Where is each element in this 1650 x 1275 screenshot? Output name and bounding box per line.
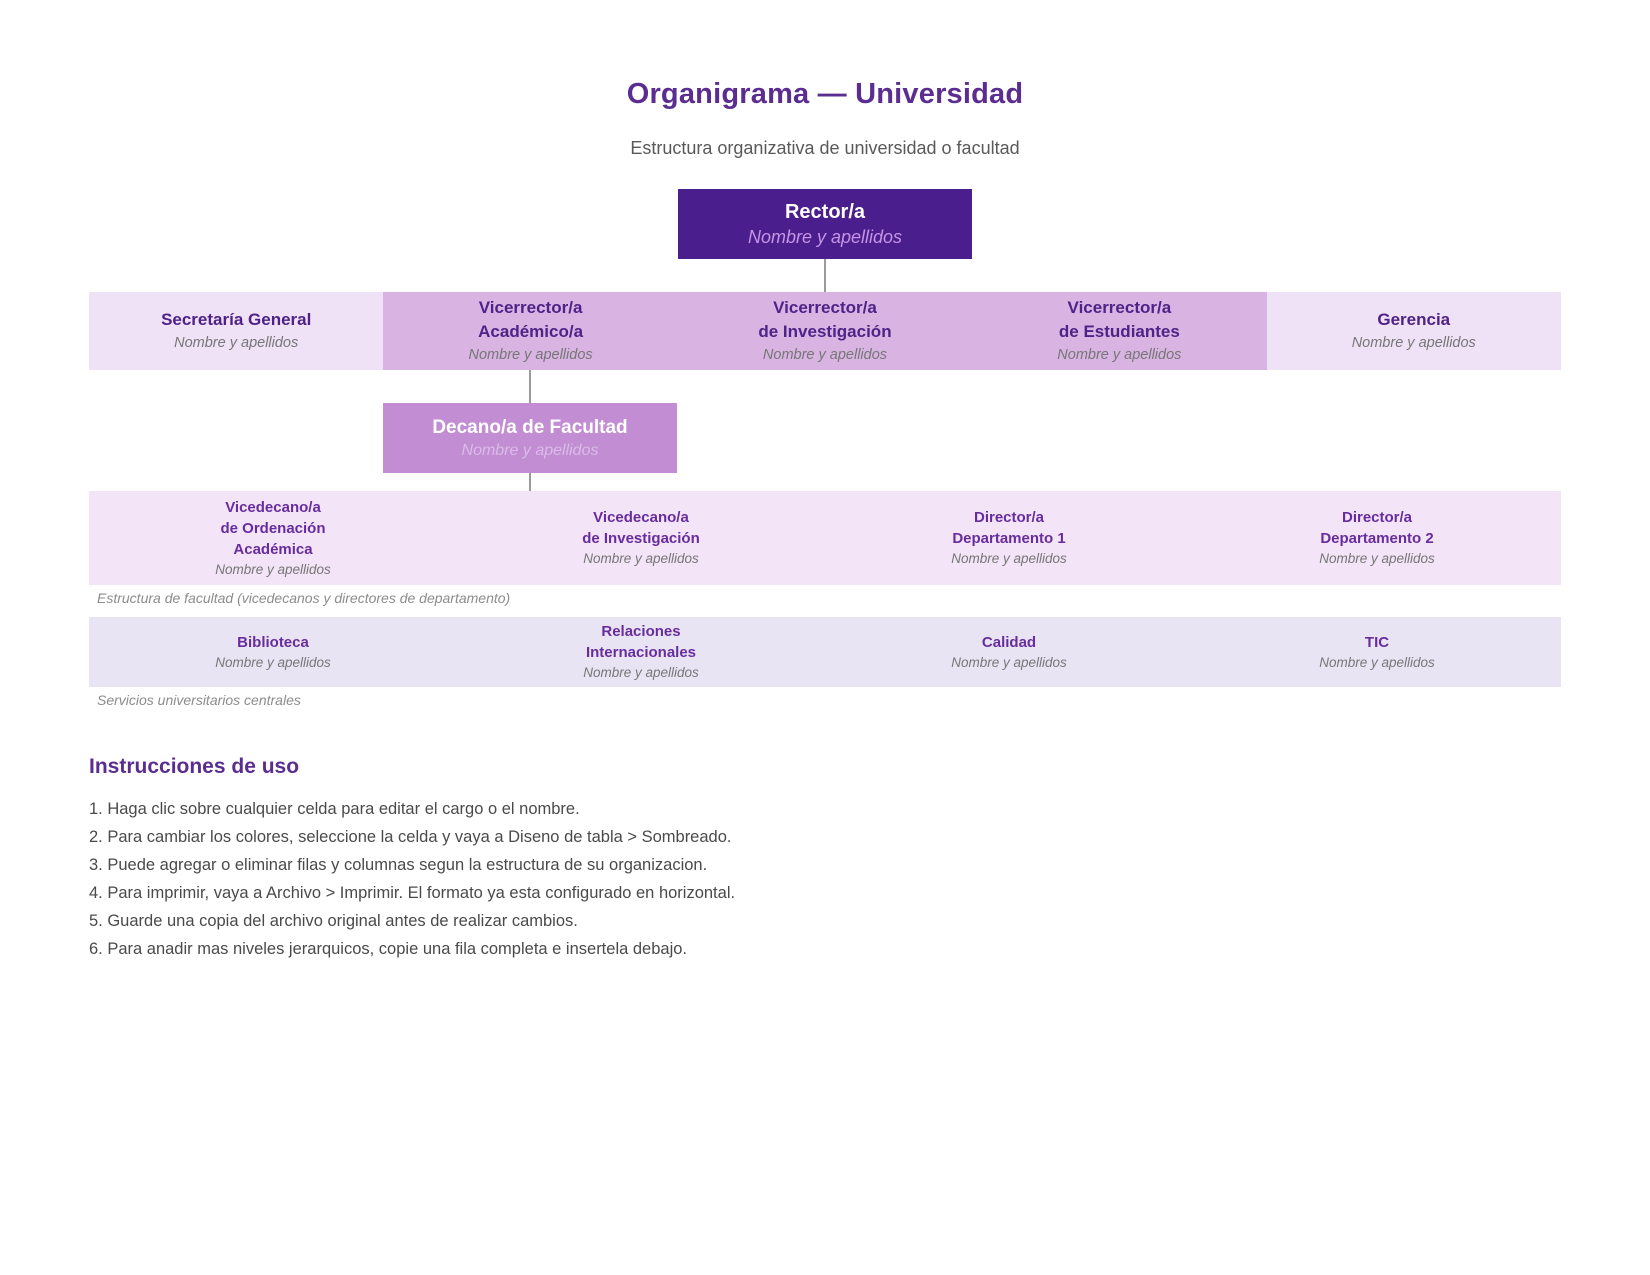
cell-name: Nombre y apellidos — [215, 561, 331, 577]
cell-name: Nombre y apellidos — [461, 441, 599, 459]
org-cell-vicerrector-academico[interactable]: Vicerrector/a Académico/a Nombre y apell… — [383, 292, 678, 370]
cell-name: Nombre y apellidos — [762, 347, 888, 363]
cell-title: Vicerrector/a Académico/a — [478, 298, 584, 341]
cell-name: Nombre y apellidos — [468, 347, 593, 363]
cell-name: Nombre y apellidos — [583, 551, 699, 566]
document-page: Organigrama — Universidad Estructura org… — [89, 0, 1561, 958]
instruction-item: 1. Haga clic sobre cualquier celda para … — [89, 800, 580, 818]
org-cell-director-departamento-2[interactable]: Director/a Departamento 2 Nombre y apell… — [1193, 491, 1561, 585]
org-cell-tic[interactable]: TIC Nombre y apellidos — [1193, 617, 1561, 687]
cell-name: Nombre y apellidos — [174, 335, 299, 351]
cell-title: Secretaría General — [161, 310, 312, 329]
org-cell-biblioteca[interactable]: Biblioteca Nombre y apellidos — [89, 617, 457, 687]
page-subtitle: Estructura organizativa de universidad o… — [630, 138, 1020, 158]
org-row-direccion: Secretaría General Nombre y apellidos Vi… — [89, 292, 1561, 370]
servicios-caption: Servicios universitarios centrales — [97, 692, 301, 708]
org-cell-vicedecano-investigacion[interactable]: Vicedecano/a de Investigación Nombre y a… — [457, 491, 825, 585]
cell-title: Decano/a de Facultad — [432, 416, 628, 438]
cell-title: Vicerrector/a de Estudiantes — [1058, 298, 1180, 341]
cell-title: Relaciones Internacionales — [585, 623, 697, 661]
cell-title: Director/a Departamento 1 — [952, 509, 1066, 547]
org-cell-vicerrector-investigacion[interactable]: Vicerrector/a de Investigación Nombre y … — [677, 292, 973, 370]
cell-title: Rector/a — [784, 201, 866, 223]
instruction-item: 6. Para anadir mas niveles jerarquicos, … — [89, 940, 688, 958]
facultad-caption: Estructura de facultad (vicedecanos y di… — [97, 590, 511, 606]
org-row-facultad: Vicedecano/a de Ordenación Académica Nom… — [89, 491, 1561, 585]
page-title: Organigrama — Universidad — [626, 78, 1024, 110]
org-cell-director-departamento-1[interactable]: Director/a Departamento 1 Nombre y apell… — [825, 491, 1193, 585]
cell-name: Nombre y apellidos — [1319, 654, 1435, 670]
cell-name: Nombre y apellidos — [215, 654, 331, 670]
cell-name: Nombre y apellidos — [1351, 335, 1476, 351]
connector-rector-direccion — [824, 259, 826, 292]
cell-title: Vicedecano/a de Ordenación Académica — [220, 498, 326, 558]
cell-title: TIC — [1364, 633, 1390, 651]
cell-name: Nombre y apellidos — [951, 654, 1067, 670]
org-cell-decano[interactable]: Decano/a de Facultad Nombre y apellidos — [383, 403, 677, 473]
connector-academico-decano — [529, 370, 531, 403]
cell-name: Nombre y apellidos — [583, 665, 699, 680]
org-chart: Rector/a Nombre y apellidos Secretaría G… — [89, 189, 1561, 709]
org-cell-calidad[interactable]: Calidad Nombre y apellidos — [825, 617, 1193, 687]
cell-title: Biblioteca — [237, 633, 309, 651]
cell-title: Vicerrector/a de Investigación — [758, 298, 892, 341]
instruction-item: 4. Para imprimir, vaya a Archivo > Impri… — [89, 884, 736, 902]
org-cell-gerencia[interactable]: Gerencia Nombre y apellidos — [1266, 292, 1561, 370]
org-cell-relaciones-internacionales[interactable]: Relaciones Internacionales Nombre y apel… — [457, 617, 825, 687]
org-cell-rector[interactable]: Rector/a Nombre y apellidos — [678, 189, 972, 259]
org-row-servicios: Biblioteca Nombre y apellidos Relaciones… — [89, 617, 1561, 687]
instruction-item: 5. Guarde una copia del archivo original… — [89, 912, 578, 930]
instructions-heading: Instrucciones de uso — [89, 755, 300, 778]
cell-title: Director/a Departamento 2 — [1320, 509, 1434, 547]
org-cell-secretaria-general[interactable]: Secretaría General Nombre y apellidos — [89, 292, 384, 370]
instruction-item: 2. Para cambiar los colores, seleccione … — [89, 828, 732, 846]
cell-name: Nombre y apellidos — [1057, 347, 1182, 363]
cell-title: Gerencia — [1377, 310, 1451, 329]
instructions-section: Instrucciones de uso 1. Haga clic sobre … — [89, 755, 1561, 958]
org-cell-vicerrector-estudiantes[interactable]: Vicerrector/a de Estudiantes Nombre y ap… — [972, 292, 1267, 370]
connector-decano-facultad — [529, 473, 531, 491]
cell-name: Nombre y apellidos — [951, 551, 1067, 566]
cell-name: Nombre y apellidos — [747, 227, 903, 247]
org-cell-vicedecano-ordenacion[interactable]: Vicedecano/a de Ordenación Académica Nom… — [89, 491, 457, 585]
instruction-item: 3. Puede agregar o eliminar filas y colu… — [89, 856, 708, 874]
cell-title: Vicedecano/a de Investigación — [582, 509, 700, 547]
cell-title: Calidad — [981, 633, 1037, 651]
cell-name: Nombre y apellidos — [1319, 551, 1435, 566]
